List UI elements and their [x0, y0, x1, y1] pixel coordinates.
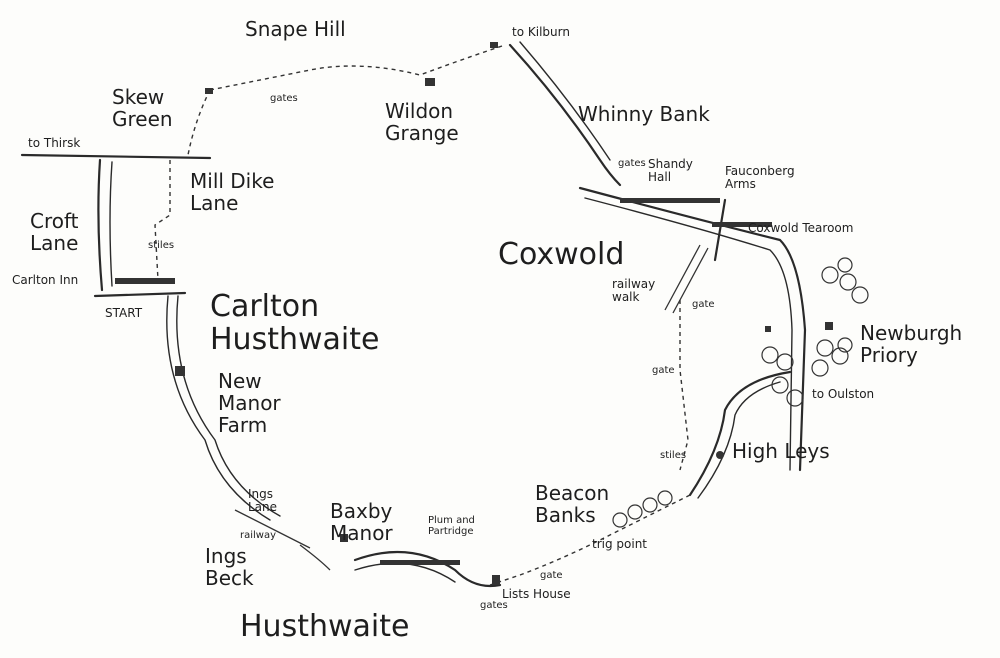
coxwold-tearoom-label: Coxwold Tearoom — [748, 221, 854, 235]
gates-top-label: gates — [270, 93, 298, 104]
skew-green-label: Skew Green — [112, 85, 173, 131]
path-snape-hill — [209, 44, 506, 91]
beacon-banks-label: Beacon Banks — [535, 481, 610, 527]
path-skew-green — [187, 89, 211, 156]
ings-beck-label: Ings Beck — [205, 544, 254, 590]
railway-walk-2 — [672, 247, 709, 314]
croft-lane-label: Croft Lane — [30, 209, 79, 255]
road-new-manor-2 — [176, 295, 281, 517]
to-kilburn-label: to Kilburn — [512, 25, 570, 39]
trees — [612, 257, 869, 528]
road-husthwaite — [353, 550, 502, 588]
road-coxwold-street — [578, 186, 807, 472]
carlton-inn-label: Carlton Inn — [12, 273, 79, 287]
path-beacon — [489, 494, 691, 586]
ings-beck-stream — [299, 544, 331, 571]
railway-bottom-label: railway — [240, 530, 277, 541]
road-husthwaite-2 — [354, 562, 456, 583]
wildon-grange-label: Wildon Grange — [385, 99, 459, 145]
snape-hill-label: Snape Hill — [245, 17, 346, 41]
railway-bottom — [234, 509, 311, 549]
carlton-husthwaite-label: Carlton Husthwaite — [210, 289, 380, 357]
road-whinny-bank-2 — [519, 41, 611, 161]
road-oulston-2 — [697, 381, 781, 499]
path-gate-coxwold — [679, 300, 689, 471]
road-oulston — [688, 370, 792, 497]
lists-house-label: Lists House — [502, 587, 571, 601]
high-leys-label: High Leys — [732, 439, 830, 463]
fauconberg-arms-label: Fauconberg Arms — [725, 164, 795, 192]
gate-rail-label: gate — [692, 299, 715, 310]
road-croft-lane — [97, 158, 104, 292]
road-new-manor — [166, 295, 271, 521]
baxby-manor-label: Baxby Manor — [330, 499, 393, 545]
to-oulston-label: to Oulston — [812, 387, 875, 401]
road-whinny-bank — [508, 43, 622, 187]
stiles-left-label: stiles — [148, 240, 175, 251]
coxwold-label: Coxwold — [498, 237, 625, 272]
road-croft-lane-inner — [109, 161, 113, 287]
road-coxwold-street-2 — [584, 197, 793, 471]
gates-bottom-label: gates — [480, 600, 508, 611]
gates-shandy-label: gates — [618, 158, 646, 169]
path-mill-dike — [154, 160, 171, 281]
road-thirsk — [20, 153, 212, 160]
railway-walk-label: railway walk — [612, 277, 656, 305]
newburgh-priory-label: Newburgh Priory — [860, 321, 963, 367]
road-carlton-street — [93, 291, 187, 298]
new-manor-farm-label: New Manor Farm — [218, 369, 281, 437]
whinny-bank-label: Whinny Bank — [578, 102, 710, 126]
shandy-hall-label: Shandy Hall — [648, 157, 693, 185]
start-label: START — [105, 306, 143, 320]
railway-walk — [664, 244, 701, 311]
gate-bottom-label: gate — [540, 570, 563, 581]
trig-point-label: trig point — [592, 537, 648, 551]
ings-lane-label: Ings Lane — [248, 487, 278, 515]
gate-mid-label: gate — [652, 365, 675, 376]
plum-and-partridge-label: Plum and Partridge — [428, 515, 475, 537]
mill-dike-lane-label: Mill Dike Lane — [190, 169, 275, 215]
road-fauconberg-cross — [713, 198, 727, 262]
stiles-right-label: stiles — [660, 450, 687, 461]
buildings — [115, 42, 833, 585]
to-thirsk-label: to Thirsk — [28, 136, 81, 150]
husthwaite-label: Husthwaite — [240, 609, 410, 644]
